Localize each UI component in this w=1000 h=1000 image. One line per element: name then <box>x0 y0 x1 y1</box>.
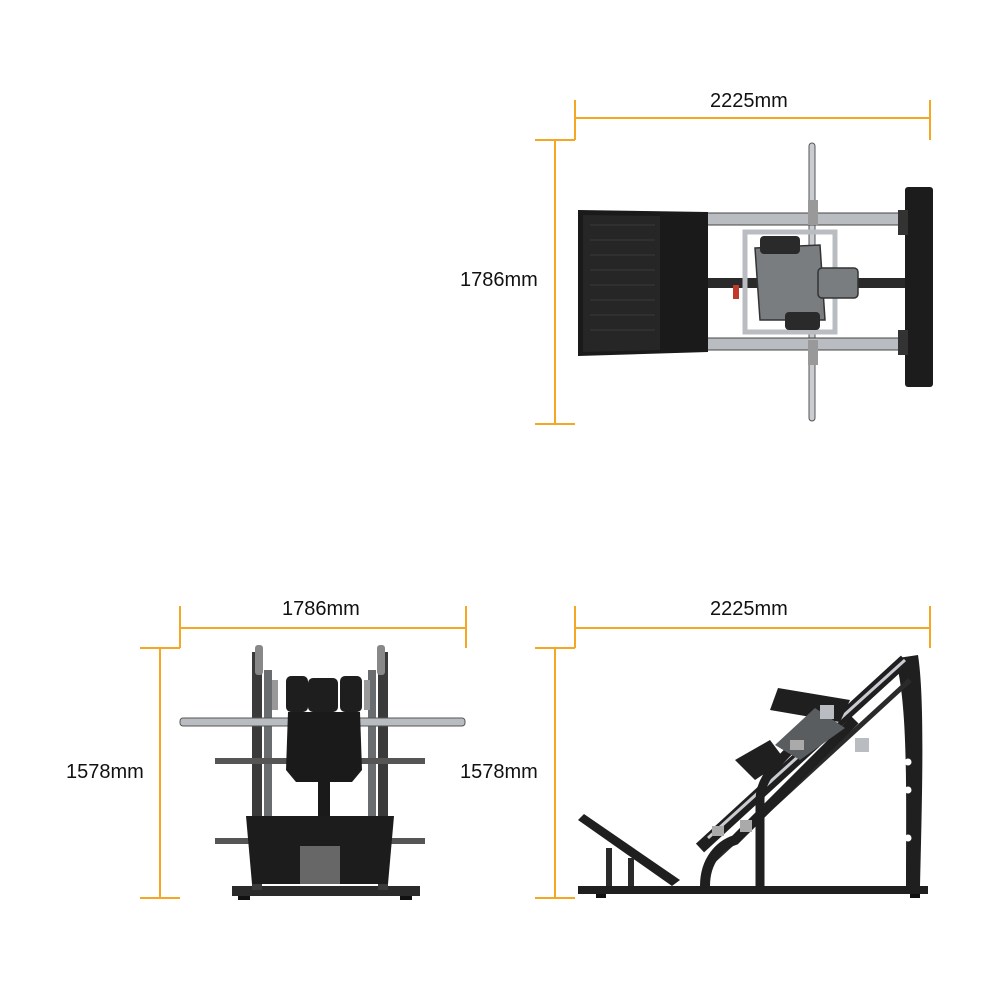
side-view-width-label: 2225mm <box>710 598 788 620</box>
top-view-depth-label: 1786mm <box>460 269 538 291</box>
top-view-width-label: 2225mm <box>710 90 788 112</box>
front-view-height-label: 1578mm <box>66 761 144 783</box>
side-view-height-label: 1578mm <box>460 761 538 783</box>
front-view-machine <box>179 645 466 900</box>
dimension-lines <box>140 100 931 899</box>
top-view-machine <box>578 142 933 422</box>
front-view-width-label: 1786mm <box>282 598 360 620</box>
side-view-machine <box>578 655 928 898</box>
